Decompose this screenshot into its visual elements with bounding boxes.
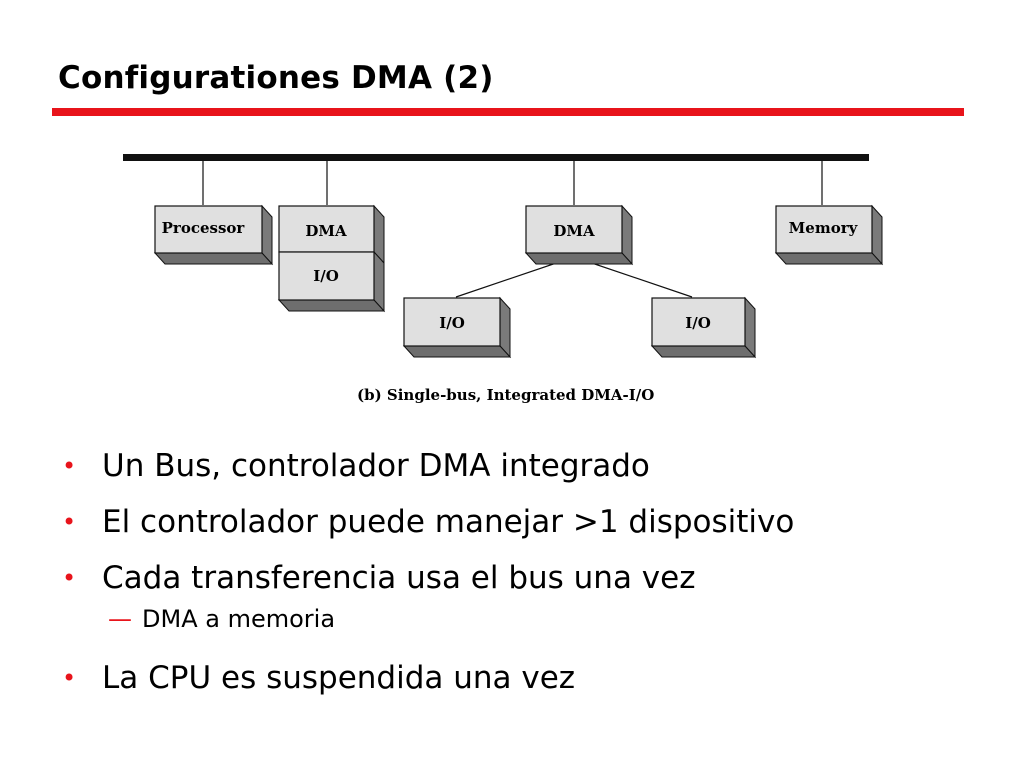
dma-left-box: DMA bbox=[278, 204, 385, 265]
bullet-marker: • bbox=[62, 564, 77, 592]
bullet-item: • La CPU es suspendida una vez bbox=[62, 656, 794, 712]
bullet-item: • Cada transferencia usa el bus una vez bbox=[62, 556, 794, 612]
bullet-text: Un Bus, controlador DMA integrado bbox=[102, 448, 650, 484]
memory-box: Memory bbox=[774, 204, 884, 266]
processor-label: Processor bbox=[162, 219, 246, 237]
bullet-item: • Un Bus, controlador DMA integrado bbox=[62, 444, 794, 500]
io-center-left-box: I/O bbox=[402, 296, 512, 359]
bullet-marker: • bbox=[62, 664, 77, 692]
bullet-marker: • bbox=[62, 452, 77, 480]
dma-center-label: DMA bbox=[553, 222, 595, 240]
title-underline bbox=[52, 108, 964, 116]
system-bus bbox=[123, 154, 869, 161]
dma-left-label: DMA bbox=[305, 222, 347, 240]
bullet-text: El controlador puede manejar >1 disposit… bbox=[102, 504, 795, 540]
sub-bullet-text: DMA a memoria bbox=[142, 605, 336, 633]
slide-title: Configurationes DMA (2) bbox=[58, 60, 494, 96]
diagram-caption: (b) Single-bus, Integrated DMA-I/O bbox=[357, 386, 654, 404]
dma-center-box: DMA bbox=[524, 204, 634, 266]
io-center-right-label: I/O bbox=[685, 314, 711, 332]
bullet-item: • El controlador puede manejar >1 dispos… bbox=[62, 500, 794, 556]
io-center-left-label: I/O bbox=[439, 314, 465, 332]
sub-bullet-item: — DMA a memoria bbox=[62, 604, 794, 656]
sub-bullet-marker: — bbox=[108, 605, 132, 633]
bus-connectors bbox=[202, 161, 823, 205]
io-left-box: I/O bbox=[277, 250, 386, 313]
io-center-right-box: I/O bbox=[650, 296, 757, 359]
io-left-label: I/O bbox=[313, 267, 339, 285]
single-bus-integrated-dma-diagram: Processor DMA I/O DMA I/O I/O M bbox=[123, 154, 884, 404]
memory-label: Memory bbox=[789, 219, 859, 237]
bullet-text: Cada transferencia usa el bus una vez bbox=[102, 560, 696, 596]
bullet-text: La CPU es suspendida una vez bbox=[102, 660, 576, 696]
processor-box: Processor bbox=[153, 204, 274, 266]
bullet-list: • Un Bus, controlador DMA integrado • El… bbox=[62, 444, 794, 712]
bullet-marker: • bbox=[62, 508, 77, 536]
